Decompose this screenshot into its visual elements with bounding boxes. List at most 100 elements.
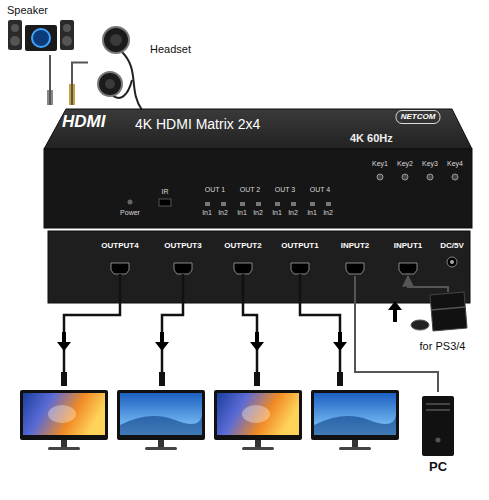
- hdmi-jack: [174, 263, 192, 274]
- speaker-cone: [63, 24, 71, 32]
- screen-glow: [242, 405, 270, 423]
- node-text: OUTPUT3: [161, 241, 205, 251]
- hdmi-port: INPUT2: [338, 240, 373, 276]
- monitor-frame: [311, 390, 399, 440]
- panel-label: In2: [253, 209, 263, 217]
- earbud: [103, 27, 129, 53]
- node-text: PC: [417, 459, 459, 475]
- monitor-base: [48, 447, 80, 450]
- monitor-stand: [158, 440, 164, 447]
- panel-label: Key4: [447, 160, 463, 168]
- drive-bay: [426, 403, 450, 405]
- node-text: DC/5V: [437, 241, 467, 251]
- panel-label: OUT 3: [275, 186, 296, 194]
- node-text: OUTPUT2: [221, 241, 265, 251]
- down-arrow: [333, 332, 347, 351]
- monitor-screen: [314, 393, 396, 435]
- console-stripe: [431, 307, 465, 310]
- down-arrow: [250, 332, 264, 351]
- screen-glow: [48, 405, 76, 423]
- monitor-frame: [117, 390, 205, 440]
- panel-label: Power: [120, 209, 140, 217]
- node-text: OUTPUT4: [98, 241, 142, 251]
- speaker-node: Speaker: [3, 3, 83, 55]
- status-led: [256, 202, 261, 206]
- monitor-screen: [217, 393, 299, 435]
- speaker-cone: [11, 24, 19, 32]
- screen-wave: [314, 415, 396, 435]
- gamepad: [411, 320, 429, 330]
- pc-power-button: [436, 438, 441, 443]
- panel-label: Key1: [372, 160, 388, 168]
- top-face: [44, 109, 472, 149]
- panel-label: IR: [162, 188, 169, 196]
- drive-bay: [426, 409, 450, 411]
- panel-label: In2: [218, 209, 228, 217]
- earbud: [98, 72, 122, 96]
- monitor-screen: [120, 393, 202, 435]
- dc-jack: [447, 257, 457, 267]
- earbud-tip: [110, 34, 122, 46]
- brand-logo: NETCOM: [401, 112, 436, 122]
- monitor-base: [242, 447, 274, 450]
- hdmi-cable: [243, 274, 257, 372]
- matrix-housing: [44, 109, 472, 303]
- panel-label: In1: [272, 209, 282, 217]
- status-led: [221, 202, 226, 206]
- key-button: [452, 174, 458, 180]
- console-node: for PS3/4: [405, 292, 480, 354]
- pc-node: PC: [417, 392, 459, 478]
- monitor-stand: [255, 440, 261, 447]
- rear-face: [48, 231, 470, 303]
- down-arrow: [155, 332, 169, 351]
- hdmi-cable: [300, 274, 340, 372]
- hdmi-plug: [254, 372, 260, 386]
- hdmi-cable: [64, 274, 120, 372]
- monitor-stand: [352, 440, 358, 447]
- pc-tower: [422, 396, 454, 456]
- status-led: [240, 202, 245, 206]
- hdmi-plug: [159, 372, 165, 386]
- node-text: 4K HDMI Matrix 2x4: [135, 116, 260, 133]
- console-body: [430, 292, 467, 331]
- panel-label: Key3: [422, 160, 438, 168]
- screen-wave: [120, 415, 202, 435]
- status-led: [326, 202, 331, 206]
- up-arrow: [388, 301, 402, 322]
- monitor-screen: [23, 393, 105, 435]
- hdmi-plug: [61, 372, 67, 386]
- status-led: [310, 202, 315, 206]
- subwoofer-box: [25, 25, 57, 51]
- monitor-base: [339, 447, 371, 450]
- hdmi-jack: [291, 263, 309, 274]
- panel-label: Key2: [397, 160, 413, 168]
- power-led: [128, 200, 133, 205]
- panel-label: In2: [323, 209, 333, 217]
- node-text: Headset: [150, 43, 191, 56]
- console-icon: [411, 292, 467, 331]
- hdmi-port: OUTPUT2: [221, 240, 265, 276]
- power-port: DC/5V: [437, 240, 467, 270]
- speaker-icon: [8, 20, 74, 51]
- cable-connector: [408, 276, 448, 292]
- hdmi-jack: [399, 263, 417, 274]
- panel-label: OUT 4: [310, 186, 331, 194]
- hdmi-port: OUTPUT1: [278, 240, 322, 276]
- front-face: [44, 149, 472, 228]
- node-text: INPUT2: [338, 241, 373, 251]
- logo-oval: [396, 111, 440, 124]
- cable-connector: [72, 63, 88, 106]
- node-text: for PS3/4: [405, 340, 480, 353]
- speaker-cone: [62, 36, 72, 46]
- key-button: [377, 174, 383, 180]
- node-text: Speaker: [7, 4, 48, 17]
- status-led: [291, 202, 296, 206]
- down-arrow: [57, 332, 71, 351]
- node-text: 4K 60Hz: [350, 132, 393, 145]
- monitor-frame: [214, 390, 302, 440]
- matrix-device: HDMI4K HDMI Matrix 2x44K 60HzOUTPUT4OUTP…: [40, 105, 472, 305]
- speaker-cone: [10, 36, 20, 46]
- monitor-frame: [20, 390, 108, 440]
- monitor-stand: [61, 440, 67, 447]
